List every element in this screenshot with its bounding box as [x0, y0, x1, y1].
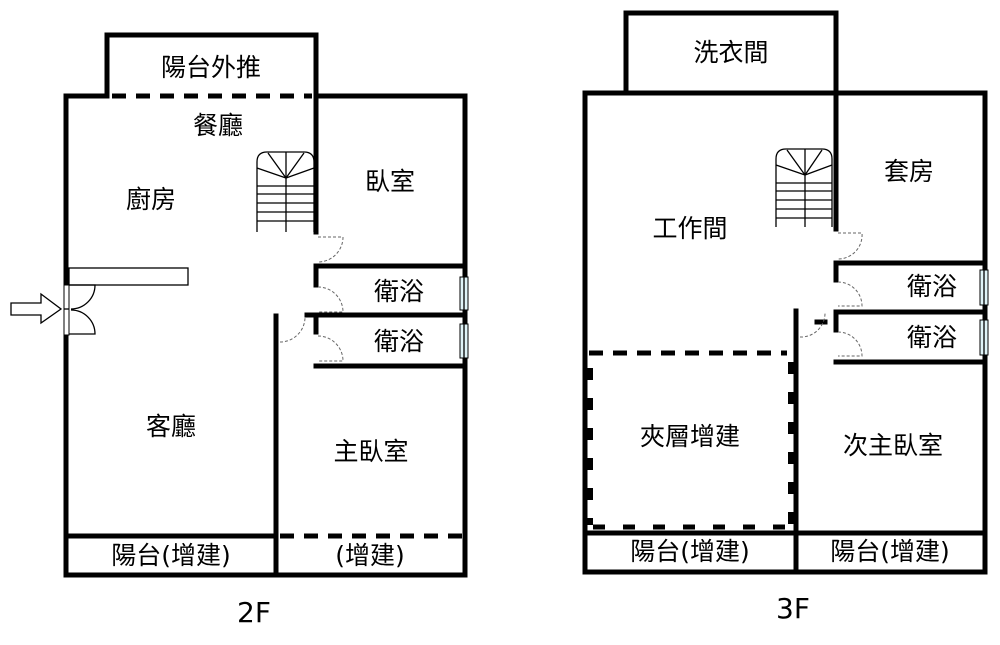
floor-label-3f: 3F — [776, 592, 810, 625]
floor-label-2f: 2F — [237, 596, 271, 629]
kitchen-counter — [68, 267, 189, 286]
room-label-laundry: 洗衣間 — [693, 38, 768, 67]
door-swing-icon — [799, 311, 826, 338]
wall-balcony-ext — [104, 32, 319, 99]
wall-outer-left-top — [63, 93, 110, 288]
room-label-balcony-ext: 陽台外推 — [161, 53, 261, 82]
room-label-bath1: 衛浴 — [907, 272, 957, 301]
door-swing-icon — [317, 335, 344, 362]
door-swing-icon — [317, 286, 344, 313]
entry-door[interactable] — [63, 284, 96, 336]
floor-plan-3f: 洗衣間 工作間 套房 衛浴 衛浴 夾層增建 次主臥室 陽台(增建) 陽台(增建)… — [582, 10, 989, 625]
stairs-icon — [775, 148, 833, 227]
room-label-bath2: 衛浴 — [907, 323, 957, 352]
room-label-master: 主臥室 — [333, 437, 408, 466]
room-label-living: 客廳 — [146, 412, 196, 441]
wall-outer — [63, 93, 468, 578]
door-swing-icon — [837, 232, 863, 260]
floor-plan-2f: 陽台外推 餐廳 廚房 臥室 衛浴 衛浴 客廳 主臥室 陽台(增建) (增建) 2… — [10, 32, 469, 629]
room-label-kitchen: 廚房 — [126, 185, 176, 214]
room-label-bedroom: 臥室 — [365, 167, 415, 196]
room-label-second-master: 次主臥室 — [843, 431, 943, 460]
room-label-balcony-right: 陽台(增建) — [830, 537, 950, 566]
room-label-balcony-left: 陽台(增建) — [630, 537, 750, 566]
door-swing-icon — [317, 236, 344, 263]
stairs-icon — [256, 151, 315, 232]
room-label-balcony-add: 陽台(增建) — [111, 541, 231, 570]
room-label-mezzanine: 夾層增建 — [640, 422, 740, 451]
room-label-addition: (增建) — [335, 541, 405, 570]
entry-arrow-icon — [10, 292, 63, 325]
room-label-suite: 套房 — [884, 157, 934, 186]
room-label-bath1: 衛浴 — [374, 277, 424, 306]
room-label-dining: 餐廳 — [193, 111, 243, 140]
door-swing-icon — [837, 331, 863, 357]
room-label-workroom: 工作間 — [652, 214, 727, 243]
door-swing-icon — [837, 281, 863, 307]
wall-laundry — [623, 10, 839, 96]
wall-outer — [582, 90, 988, 575]
door-swing-icon — [279, 317, 306, 343]
room-label-bath2: 衛浴 — [374, 327, 424, 356]
